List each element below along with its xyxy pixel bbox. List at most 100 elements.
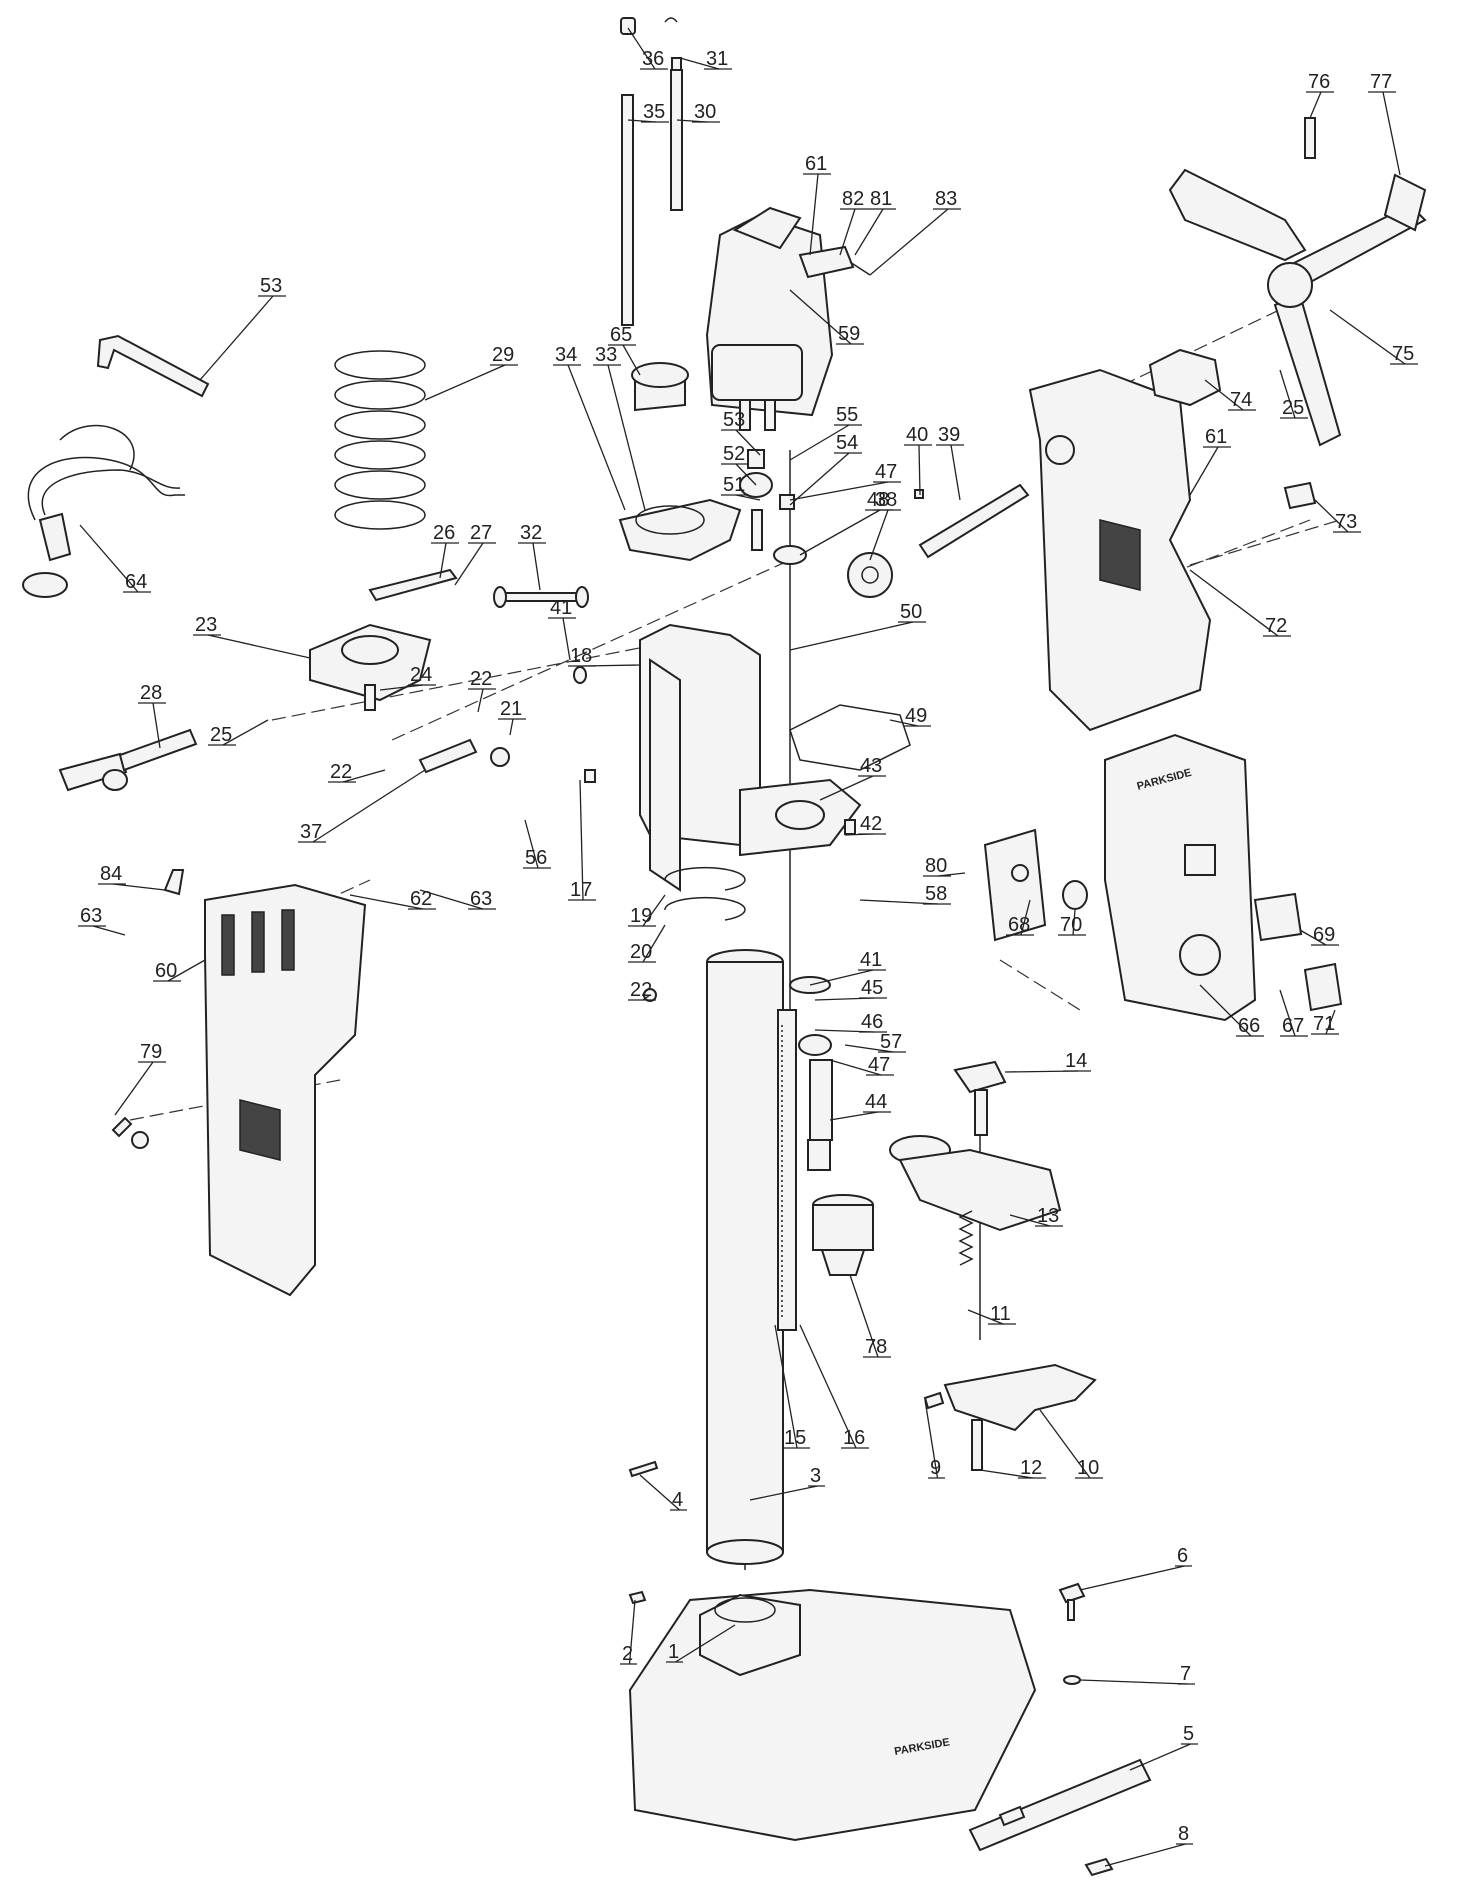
callout-p79: 79 [114, 1041, 166, 1116]
callout-p39: 39 [936, 424, 964, 501]
callout-p59: 59 [789, 289, 864, 345]
callout-number: 63 [470, 888, 492, 910]
part-small-hardware [111, 666, 945, 1605]
callout-leader-line [79, 524, 139, 593]
callout-number: 1 [668, 1641, 679, 1663]
part-clamp-bolt-6 [1058, 1582, 1114, 1877]
callout-number: 78 [865, 1336, 887, 1358]
callout-p27: 27 [454, 522, 496, 586]
callout-leader-line [607, 364, 646, 511]
callout-p40: 40 [904, 424, 932, 496]
callout-leader-line [524, 819, 539, 869]
callout-p49: 49 [889, 705, 931, 727]
callout-leader-line [1189, 446, 1219, 496]
callout-number: 25 [1282, 397, 1304, 419]
callout-p71: 71 [1311, 1009, 1339, 1035]
callout-leader-line [854, 208, 884, 256]
callout-number: 50 [900, 601, 922, 623]
callout-p34: 34 [553, 344, 626, 511]
callout-number: 60 [155, 960, 177, 982]
callout-leader-line [112, 883, 166, 891]
callout-leader-line [829, 1111, 879, 1121]
callout-p11: 11 [967, 1303, 1016, 1325]
callout-p82: 82 [839, 188, 868, 256]
callout-leader-line [1314, 499, 1349, 533]
callout-number: 81 [870, 188, 892, 210]
callout-number: 37 [300, 821, 322, 843]
callout-leader-line [839, 208, 856, 256]
callout-leader-line [509, 718, 514, 736]
callout-leader-line [675, 1624, 736, 1663]
part-rod-35 [620, 17, 636, 326]
part-gears [739, 449, 893, 598]
part-pin-32 [493, 586, 589, 608]
callout-p50: 50 [789, 601, 926, 651]
callout-p48: 48 [799, 489, 893, 556]
callout-p38: 38 [869, 489, 901, 561]
callout-leader-line [342, 769, 386, 783]
callout-leader-line [439, 542, 447, 579]
part-side-panel-60 [204, 883, 367, 1297]
callout-leader-line [312, 769, 426, 843]
part-motor-59 [705, 206, 834, 431]
callout-leader-line [1309, 91, 1322, 119]
part-chuck-78 [812, 1194, 874, 1276]
part-spring-11 [958, 1210, 974, 1266]
callout-number: 51 [723, 474, 745, 496]
callout-leader-line [1204, 379, 1244, 411]
callout-number: 19 [630, 905, 652, 927]
callout-number: 53 [260, 275, 282, 297]
callout-leader-line [829, 1059, 882, 1076]
callout-number: 21 [500, 698, 522, 720]
part-front-cover-66: PARKSIDE [1104, 733, 1257, 1022]
callout-number: 24 [410, 664, 432, 686]
callout-p29: 29 [424, 344, 518, 401]
callout-p53a: 53 [199, 275, 286, 381]
part-spring-29 [334, 350, 426, 530]
callout-p15: 15 [774, 1324, 810, 1449]
callout-leader-line [532, 542, 541, 591]
callout-leader-line [1104, 1843, 1186, 1867]
callout-leader-line [918, 444, 921, 496]
callout-p55: 55 [789, 404, 862, 461]
callout-leader-line [1079, 1679, 1188, 1685]
callout-leader-line [789, 481, 889, 501]
callout-p47a: 47 [789, 461, 901, 501]
callout-leader-line [152, 702, 161, 749]
callout-number: 15 [784, 1427, 806, 1449]
part-star-handle-75 [1168, 168, 1427, 447]
callout-leader-line [979, 1469, 1034, 1479]
callout-p72: 72 [1189, 569, 1291, 637]
part-plate-77 [1383, 173, 1427, 232]
callout-p7: 7 [1079, 1663, 1195, 1685]
callout-p4: 4 [639, 1474, 687, 1511]
callout-leader-line [622, 344, 641, 376]
callout-leader-line [774, 1324, 798, 1449]
callout-number: 23 [195, 614, 217, 636]
callout-number: 5 [1183, 1723, 1194, 1745]
callout-p22a: 22 [328, 761, 386, 783]
part-circlips [664, 866, 746, 921]
callout-number: 70 [1060, 914, 1082, 936]
callout-number: 62 [410, 888, 432, 910]
callout-leader-line [1199, 984, 1252, 1037]
part-switch-69 [1253, 892, 1303, 942]
callout-number: 29 [492, 344, 514, 366]
part-rack-15 [777, 1009, 797, 1331]
part-knob-14 [953, 1060, 1007, 1136]
callout-p5: 5 [1129, 1723, 1198, 1771]
part-base-plate-1: PARKSIDE [628, 1588, 1037, 1842]
callout-p21: 21 [498, 698, 526, 736]
callout-p63a: 63 [78, 905, 126, 936]
callout-leader-line [222, 719, 269, 746]
callout-leader-line [419, 889, 484, 910]
callout-number: 3 [810, 1465, 821, 1487]
callout-p63b: 63 [419, 888, 496, 910]
callout-number: 22 [630, 979, 652, 1001]
callout-number: 64 [125, 571, 147, 593]
callout-p66: 66 [1199, 984, 1264, 1037]
callout-p28: 28 [138, 682, 166, 749]
callout-number: 13 [1037, 1205, 1059, 1227]
callout-p17: 17 [568, 779, 596, 901]
